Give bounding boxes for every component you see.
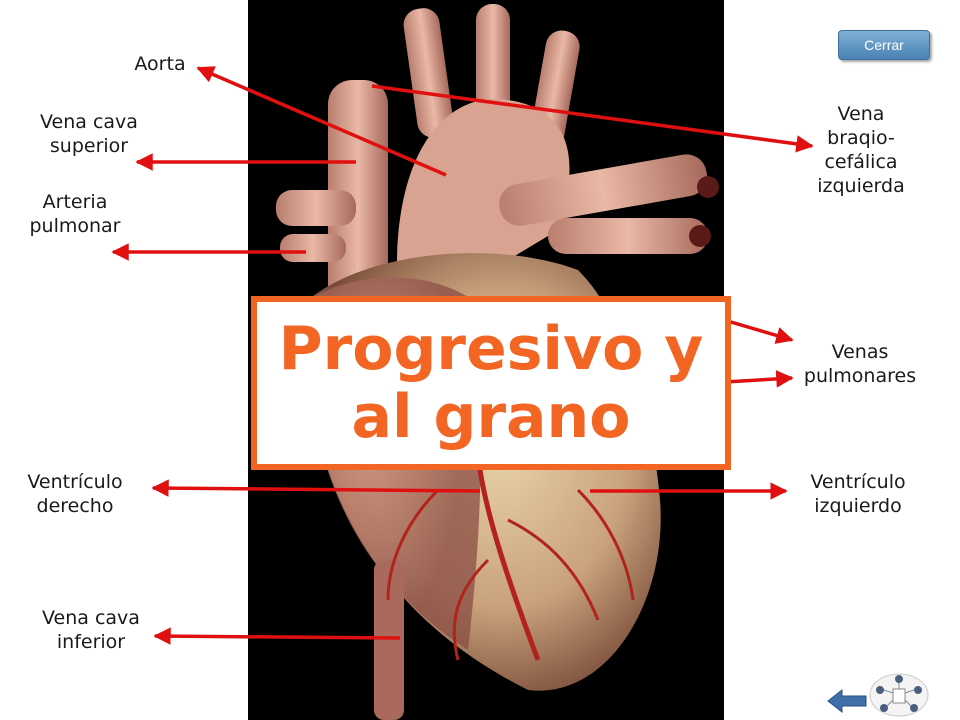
label-vena-cava-inferior: Vena cava inferior — [42, 607, 140, 653]
callout-box: Progresivo y al grano — [251, 296, 731, 470]
sitemap-icon[interactable] — [868, 672, 930, 718]
arrow-left-icon[interactable] — [826, 688, 868, 714]
label-aorta: Aorta — [134, 53, 186, 75]
label-ventriculo-izquierdo: Ventrículo izquierdo — [810, 471, 906, 517]
label-ventriculo-derecho: Ventrículo derecho — [27, 471, 123, 517]
label-arteria-pulmonar: Arteria pulmonar — [29, 191, 121, 237]
close-button[interactable]: Cerrar — [838, 30, 930, 60]
label-vena-cava-superior: Vena cava superior — [40, 111, 138, 157]
callout-line-2: al grano — [351, 382, 631, 452]
label-venas-pulmonares: Venas pulmonares — [803, 341, 917, 387]
label-vena-braquiocefalica: Vena braqio- cefálica izquierda — [817, 103, 905, 197]
callout-line-1: Progresivo y — [278, 314, 704, 384]
